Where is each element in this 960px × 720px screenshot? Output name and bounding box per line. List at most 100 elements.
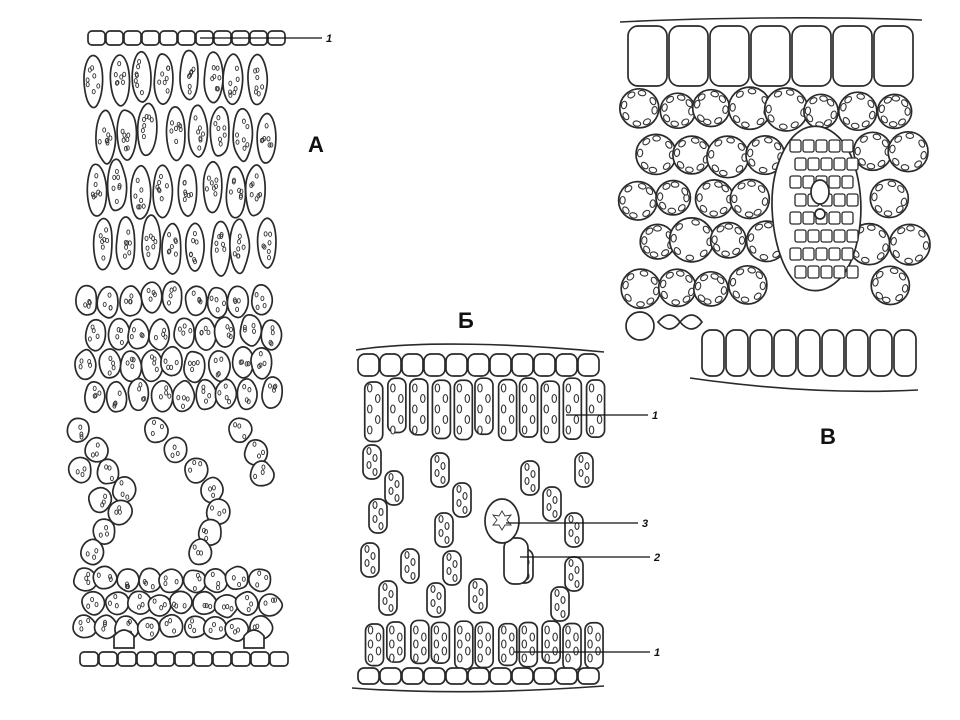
chloroplast bbox=[164, 385, 169, 391]
chloroplast bbox=[918, 139, 926, 148]
chloroplast bbox=[897, 227, 906, 235]
chloroplast bbox=[624, 293, 632, 302]
mesophyll-cell bbox=[95, 109, 117, 165]
chloroplast bbox=[116, 327, 121, 333]
chloroplast bbox=[773, 90, 783, 98]
panel-v-letter: В bbox=[820, 424, 836, 449]
mesophyll-cell bbox=[210, 220, 232, 277]
chloroplast bbox=[193, 115, 198, 121]
chloroplast bbox=[880, 115, 888, 124]
epidermis-cell bbox=[105, 30, 124, 46]
chloroplast bbox=[98, 233, 103, 239]
chloroplast bbox=[677, 204, 686, 212]
chloroplast bbox=[206, 175, 211, 181]
chloroplast bbox=[456, 499, 462, 507]
chloroplast bbox=[255, 74, 260, 81]
chloroplast bbox=[861, 120, 870, 128]
chloroplast bbox=[175, 450, 180, 457]
chloroplast bbox=[889, 267, 899, 275]
chloroplast bbox=[237, 239, 242, 245]
chloroplast bbox=[823, 119, 832, 127]
chloroplast bbox=[149, 623, 154, 629]
chloroplast bbox=[457, 639, 463, 649]
chloroplast bbox=[529, 632, 536, 642]
chloroplast bbox=[866, 163, 876, 170]
chloroplast bbox=[892, 157, 900, 166]
chloroplast bbox=[253, 68, 258, 74]
chloroplast bbox=[187, 89, 192, 95]
chloroplast bbox=[667, 207, 677, 214]
chloroplast bbox=[456, 425, 463, 435]
chloroplast bbox=[719, 169, 728, 177]
chloroplast bbox=[219, 356, 224, 362]
chloroplast bbox=[140, 602, 145, 608]
chloroplast bbox=[241, 118, 246, 124]
chloroplast bbox=[477, 639, 483, 649]
chloroplast bbox=[125, 494, 130, 500]
chloroplast bbox=[691, 219, 700, 226]
epidermis-cell bbox=[357, 667, 380, 685]
chloroplast bbox=[241, 576, 246, 582]
chloroplast bbox=[146, 287, 151, 294]
stoma-guard-cell bbox=[113, 629, 135, 649]
chloroplast bbox=[108, 355, 113, 362]
chloroplast bbox=[255, 582, 260, 588]
chloroplast bbox=[747, 267, 756, 274]
chloroplast bbox=[649, 96, 657, 106]
chloroplast bbox=[140, 127, 145, 134]
chloroplast bbox=[500, 425, 507, 435]
chloroplast bbox=[215, 372, 220, 378]
chloroplast bbox=[142, 579, 147, 585]
chloroplast bbox=[235, 132, 239, 138]
chloroplast bbox=[767, 114, 775, 123]
chloroplast bbox=[412, 383, 418, 393]
chloroplast bbox=[167, 248, 172, 254]
chloroplast bbox=[565, 639, 571, 649]
chloroplast bbox=[648, 166, 658, 174]
mesophyll-cell bbox=[206, 286, 229, 319]
chloroplast bbox=[500, 404, 507, 414]
mesophyll-cell bbox=[131, 50, 152, 103]
chloroplast bbox=[117, 60, 122, 67]
chloroplast bbox=[174, 579, 179, 585]
chloroplast bbox=[878, 230, 886, 238]
chloroplast bbox=[199, 330, 204, 336]
chloroplast bbox=[920, 151, 927, 160]
chloroplast bbox=[718, 95, 727, 104]
mesophyll-cell bbox=[96, 285, 119, 319]
chloroplast bbox=[729, 277, 737, 287]
chloroplast bbox=[883, 210, 893, 217]
chloroplast bbox=[235, 76, 240, 82]
chloroplast bbox=[645, 227, 654, 235]
mesophyll-cell bbox=[202, 615, 228, 640]
chloroplast bbox=[191, 66, 196, 72]
chloroplast bbox=[174, 125, 178, 132]
chloroplast bbox=[198, 137, 203, 143]
chloroplast bbox=[194, 239, 199, 245]
chloroplast bbox=[413, 639, 419, 649]
vascular-cell bbox=[828, 175, 841, 189]
chloroplast bbox=[894, 135, 903, 143]
chloroplast bbox=[732, 290, 741, 299]
chloroplast bbox=[568, 573, 574, 581]
chloroplast bbox=[159, 196, 164, 202]
chloroplast bbox=[252, 328, 256, 334]
chloroplast bbox=[86, 571, 91, 578]
chloroplast bbox=[565, 425, 572, 435]
epidermis-cell bbox=[423, 353, 446, 377]
chloroplast bbox=[111, 185, 116, 191]
epidermis-cell bbox=[709, 25, 750, 87]
chloroplast bbox=[521, 639, 528, 649]
chloroplast bbox=[367, 653, 374, 663]
chloroplast bbox=[78, 364, 83, 370]
mesophyll-cell bbox=[232, 107, 254, 163]
chloroplast bbox=[441, 646, 448, 656]
chloroplast bbox=[222, 125, 227, 131]
chloroplast bbox=[231, 179, 236, 185]
chloroplast bbox=[819, 95, 828, 102]
chloroplast bbox=[119, 339, 124, 346]
chloroplast bbox=[108, 305, 113, 311]
chloroplast bbox=[249, 192, 254, 198]
chloroplast bbox=[666, 95, 675, 104]
chloroplast bbox=[678, 139, 686, 148]
